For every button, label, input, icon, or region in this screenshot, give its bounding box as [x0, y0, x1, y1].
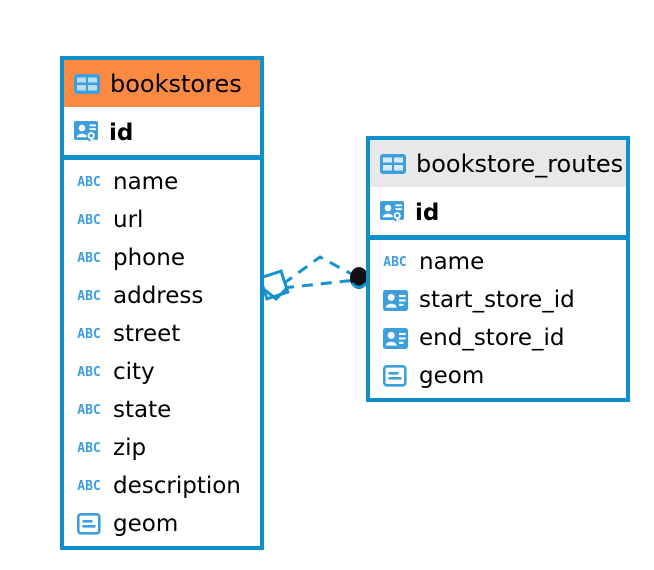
field-name: geom	[419, 362, 485, 389]
field-name: end_store_id	[419, 324, 565, 351]
table-title: bookstore_routes	[416, 149, 624, 178]
field-name: geom	[113, 510, 179, 537]
foreign-key-icon	[380, 327, 410, 349]
filled-circle-marker-ring	[350, 282, 368, 289]
abc-text-icon: ABC	[77, 440, 101, 456]
fields-section-bookstore-routes: ABC name start_store_id	[370, 240, 626, 398]
fields-section-bookstores: ABC name ABC url ABC phone ABC address A…	[64, 160, 260, 546]
abc-text-icon: ABC	[77, 326, 101, 342]
field-row-geom[interactable]: geom	[64, 505, 260, 543]
field-name: description	[113, 472, 241, 499]
abc-text-icon: ABC	[77, 402, 101, 418]
field-name: zip	[113, 434, 147, 461]
abc-text-icon: ABC	[77, 288, 101, 304]
field-row-url[interactable]: ABC url	[64, 201, 260, 239]
field-name: id	[415, 199, 440, 226]
primary-key-section: id	[64, 111, 260, 160]
field-row-name[interactable]: ABC name	[64, 163, 260, 201]
primary-key-icon	[74, 120, 100, 146]
field-name: phone	[113, 244, 185, 271]
field-row-geom[interactable]: geom	[370, 357, 626, 395]
field-row-start-store-id[interactable]: start_store_id	[370, 281, 626, 319]
field-name: state	[113, 396, 172, 423]
abc-text-icon: ABC	[77, 250, 101, 266]
abc-text-icon: ABC	[77, 478, 101, 494]
field-row-name[interactable]: ABC name	[370, 243, 626, 281]
field-row-street[interactable]: ABC street	[64, 315, 260, 353]
abc-text-icon: ABC	[383, 254, 407, 270]
field-row-id[interactable]: id	[64, 111, 260, 155]
geometry-icon	[74, 513, 104, 535]
field-name: name	[113, 168, 179, 195]
field-row-address[interactable]: ABC address	[64, 277, 260, 315]
relationship-line-upper	[282, 255, 358, 286]
abc-text-icon: ABC	[77, 364, 101, 380]
primary-key-section: id	[370, 191, 626, 240]
field-name: id	[109, 119, 134, 146]
field-name: url	[113, 206, 144, 233]
field-name: street	[113, 320, 181, 347]
table-icon	[380, 153, 406, 174]
field-name: start_store_id	[419, 286, 575, 313]
table-title: bookstores	[110, 69, 242, 98]
field-row-description[interactable]: ABC description	[64, 467, 260, 505]
diamond-marker-tail	[264, 286, 289, 302]
field-row-state[interactable]: ABC state	[64, 391, 260, 429]
foreign-key-icon	[380, 289, 410, 311]
table-bookstores[interactable]: bookstores id	[60, 56, 264, 550]
field-row-zip[interactable]: ABC zip	[64, 429, 260, 467]
field-name: city	[113, 358, 155, 385]
table-bookstore-routes[interactable]: bookstore_routes	[366, 136, 630, 402]
diamond-marker	[258, 269, 290, 301]
geometry-icon	[380, 365, 410, 387]
field-name: address	[113, 282, 204, 309]
abc-text-icon: ABC	[77, 174, 101, 190]
table-header-bookstores[interactable]: bookstores	[64, 60, 260, 111]
table-header-bookstore-routes[interactable]: bookstore_routes	[370, 140, 626, 191]
field-row-city[interactable]: ABC city	[64, 353, 260, 391]
field-row-end-store-id[interactable]: end_store_id	[370, 319, 626, 357]
abc-text-icon: ABC	[77, 212, 101, 228]
field-row-id[interactable]: id	[370, 191, 626, 235]
table-icon	[74, 73, 100, 94]
field-name: name	[419, 248, 485, 275]
field-row-phone[interactable]: ABC phone	[64, 239, 260, 277]
primary-key-icon	[380, 200, 406, 226]
relationship-line-lower	[282, 278, 357, 290]
